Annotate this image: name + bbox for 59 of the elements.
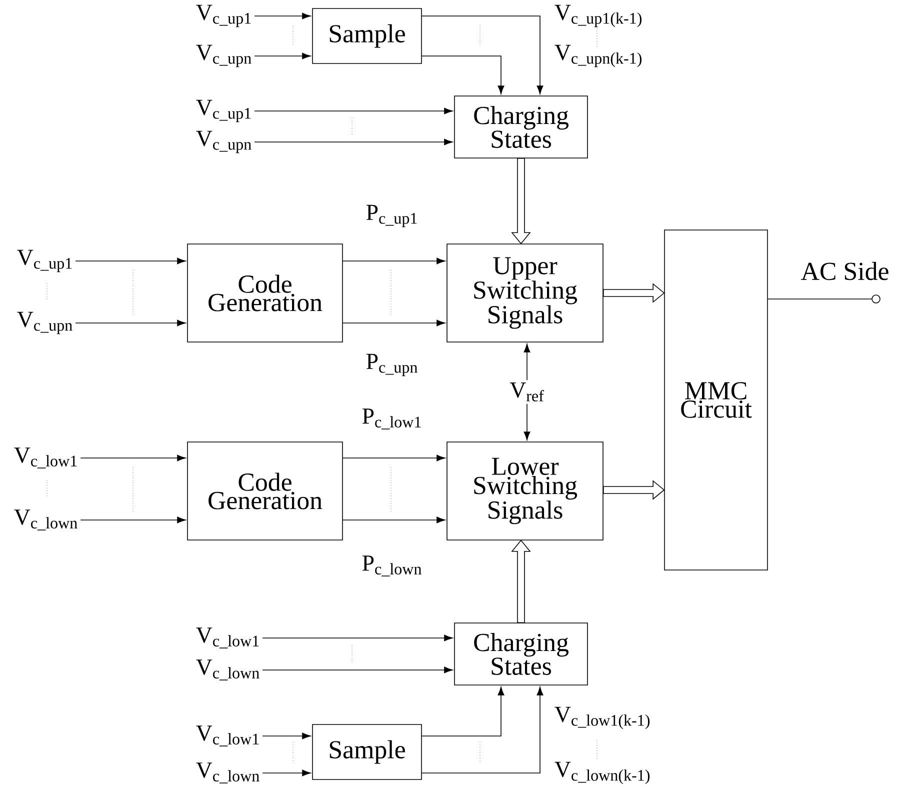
signal-label: V$_{ref}$ bbox=[510, 382, 544, 402]
arrow bbox=[422, 686, 504, 736]
arrow bbox=[254, 138, 453, 146]
edge-label: P$_{c_upn}$ bbox=[366, 354, 418, 376]
signal-label: V$_{c_low1}$ bbox=[196, 628, 259, 648]
hollow-arrow bbox=[603, 283, 665, 303]
signal-label: V$_{c_low1}$ bbox=[14, 448, 77, 468]
arrow bbox=[262, 634, 453, 642]
hollow-arrow bbox=[511, 540, 531, 623]
process-box: Upper Switching Signals bbox=[446, 244, 604, 342]
signal-label: V$_{c_lown}$ bbox=[196, 660, 260, 680]
signal-label: V$_{c_up1(k-1)}$ bbox=[554, 4, 642, 28]
arrow bbox=[262, 666, 453, 674]
signal-label: V$_{c_up1}$ bbox=[196, 100, 251, 122]
signal-label: V$_{c_low1}$ bbox=[196, 726, 259, 746]
process-box: Charging States bbox=[454, 622, 588, 686]
arrow bbox=[262, 770, 311, 776]
arrow bbox=[75, 320, 186, 326]
process-box: MMC Circuit bbox=[664, 230, 768, 570]
signal-label: V$_{c_up1}$ bbox=[196, 4, 251, 28]
arrow bbox=[262, 732, 311, 740]
process-box: Code Generation bbox=[187, 442, 343, 540]
hollow-arrow bbox=[603, 480, 665, 500]
arrow bbox=[342, 516, 446, 524]
arrow bbox=[524, 344, 530, 381]
signal-label: V$_{c_upn}$ bbox=[196, 130, 252, 154]
arrow bbox=[254, 52, 311, 60]
signal-label: V$_{c_upn(k-1)}$ bbox=[554, 44, 642, 68]
process-box: Sample bbox=[312, 724, 422, 780]
signal-label: V$_{c_low1(k-1)}$ bbox=[554, 706, 650, 730]
signal-label: V$_{c_lown}$ bbox=[14, 510, 78, 530]
edge-label: P$_{c_up1}$ bbox=[366, 204, 417, 228]
arrow bbox=[422, 16, 544, 94]
signal-label: V$_{c_up1}$ bbox=[17, 250, 72, 272]
arrow bbox=[524, 403, 530, 440]
line bbox=[768, 298, 872, 300]
process-box: Lower Switching Signals bbox=[446, 442, 604, 540]
process-box: Sample bbox=[312, 8, 422, 64]
arrow bbox=[75, 258, 186, 264]
arrow bbox=[254, 108, 453, 114]
process-box: Charging States bbox=[454, 96, 588, 158]
terminal-label: AC Side bbox=[801, 262, 888, 280]
signal-label: V$_{c_lown(k-1)}$ bbox=[554, 762, 650, 784]
terminal-circle bbox=[872, 294, 880, 304]
edge-label: P$_{c_low1}$ bbox=[362, 408, 421, 430]
arrow bbox=[342, 320, 446, 326]
hollow-arrow bbox=[511, 158, 531, 244]
signal-label: V$_{c_upn}$ bbox=[17, 312, 72, 334]
arrow bbox=[422, 686, 544, 774]
arrow bbox=[254, 12, 311, 20]
edge-label: P$_{c_lown}$ bbox=[362, 556, 422, 576]
arrow bbox=[80, 516, 186, 524]
arrow bbox=[422, 56, 504, 94]
arrow bbox=[80, 454, 186, 462]
signal-label: V$_{c_lown}$ bbox=[196, 762, 260, 784]
arrow bbox=[342, 454, 446, 462]
process-box: Code Generation bbox=[187, 244, 343, 342]
signal-label: V$_{c_upn}$ bbox=[196, 44, 252, 68]
arrow bbox=[342, 258, 446, 264]
